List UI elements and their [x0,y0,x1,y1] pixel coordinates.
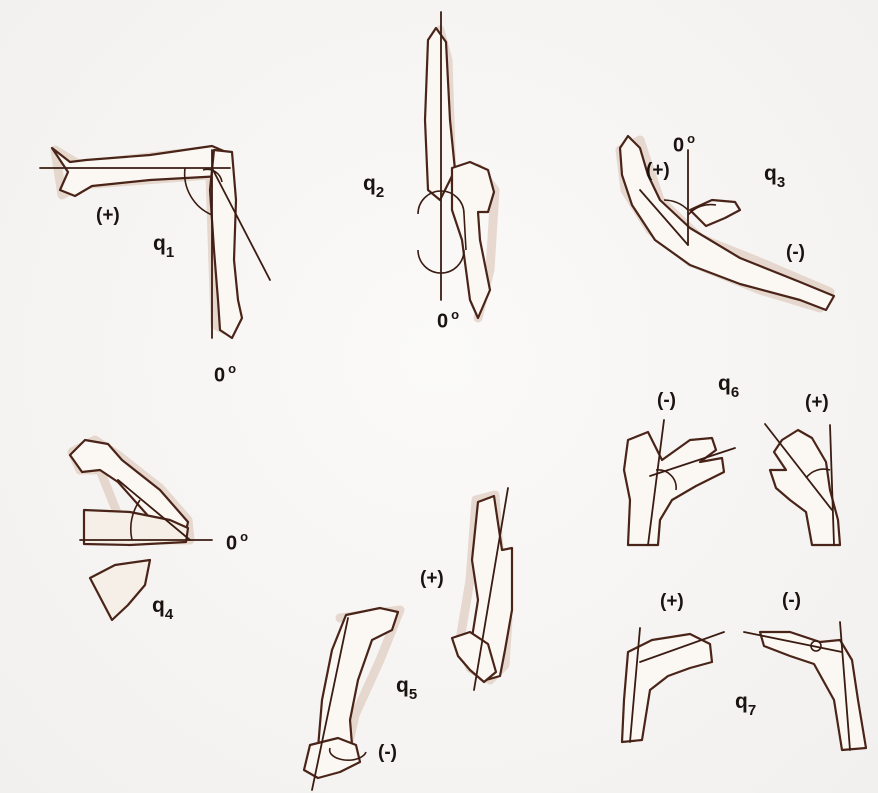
q6-label: q6 [718,372,739,399]
q4-shoulder [90,560,150,620]
q5-plus-label: (+) [420,568,444,590]
q7-plus-label: (+) [660,591,684,613]
q1-label: q1 [153,232,174,259]
q4-label: q4 [152,594,173,621]
q3-plus-label: (+) [646,160,670,182]
q3-forearm [690,200,740,226]
q6-plus-label: (+) [805,392,829,414]
q5-figure [304,488,512,790]
q6-figure [624,420,840,545]
q2-label: q2 [363,172,384,199]
q6-minus-label: (-) [657,390,676,412]
q6-right-hand [770,430,840,545]
q3-label: q3 [764,162,785,189]
q5-lower-hand [304,738,360,778]
q4-figure [70,440,212,620]
q5-minus-label: (-) [378,742,397,764]
q5-label: q5 [396,674,417,701]
q1-plus-label: (+) [96,205,120,227]
q3-minus-label: (-) [786,242,805,264]
q7-minus-label: (-) [782,590,801,612]
q5-lower-arm [318,608,398,760]
q1-raised-limb [52,146,226,196]
q6-left-hand [624,432,724,545]
q7-label: q7 [735,690,756,717]
q7-figure [622,622,866,750]
q2-figure [418,12,495,318]
